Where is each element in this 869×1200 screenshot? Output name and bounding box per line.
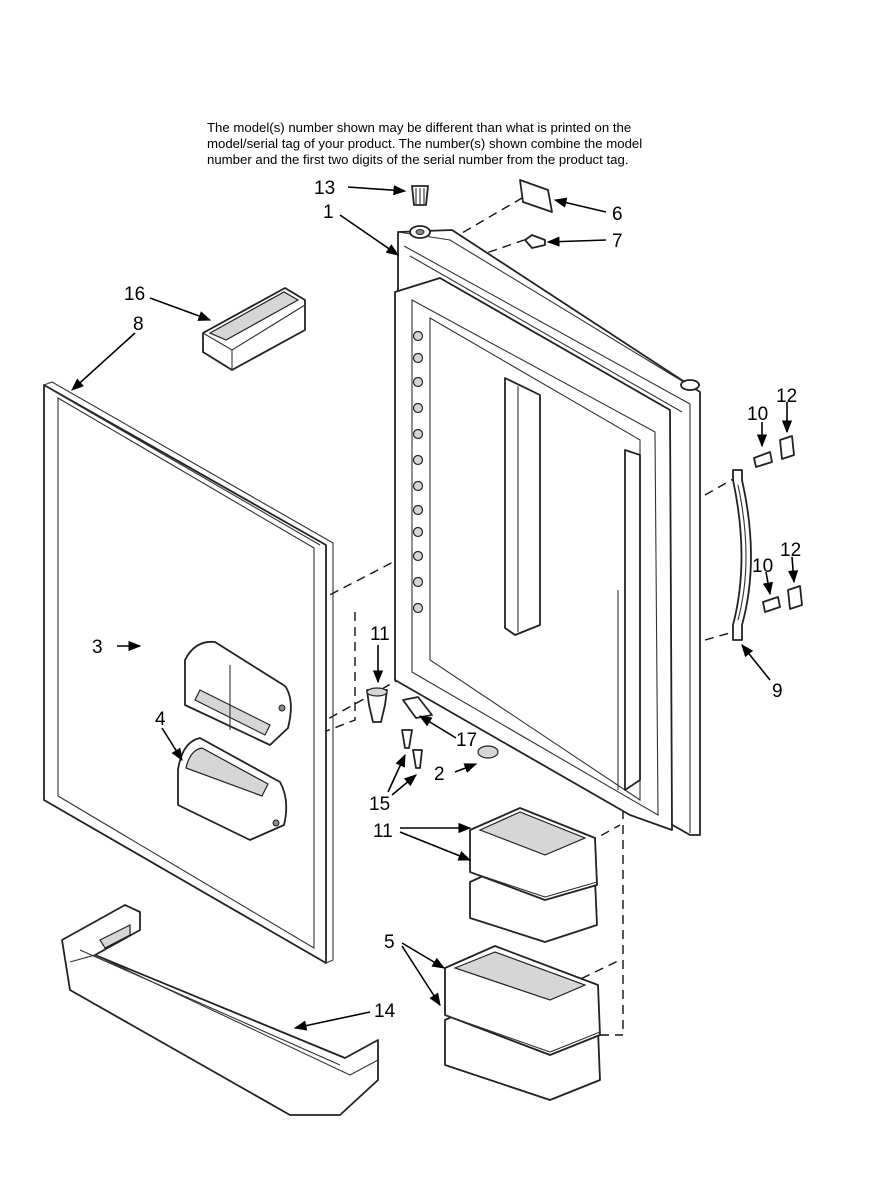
callout-3: 3 [92,637,103,658]
callout-11-plug: 11 [370,624,390,645]
callout-8: 8 [133,314,144,335]
small-hardware [366,179,803,769]
callout-12-top: 12 [776,386,797,407]
callout-14: 14 [374,1001,396,1022]
dairy-compartment [184,640,292,746]
callout-9: 9 [772,681,783,702]
small-bin [202,287,306,371]
shelf-stud-row [412,330,424,614]
bottom-door-bin [61,904,379,1116]
callout-numbers: 13 1 6 7 16 8 12 10 12 10 11 3 9 4 17 2 … [92,178,801,1022]
door-bins-lower [444,945,601,1101]
callout-7: 7 [612,231,623,252]
callout-2: 2 [434,764,445,785]
callout-4: 4 [155,709,166,730]
dairy-door [177,737,288,841]
door-handle [732,469,752,641]
note-line-2: model/serial tag of your product. The nu… [207,136,643,151]
callout-12-bottom: 12 [780,540,801,561]
door-bins-upper [469,807,598,943]
callout-15: 15 [369,794,390,815]
callout-10-top: 10 [747,404,768,425]
callout-13: 13 [314,178,335,199]
callout-11-bins: 11 [373,821,393,842]
callout-17: 17 [456,730,477,751]
leader-lines [71,185,799,1031]
callout-6: 6 [612,204,623,225]
callout-1: 1 [323,202,334,223]
model-number-note: The model(s) number shown may be differe… [207,120,727,168]
note-line-1: The model(s) number shown may be differe… [207,120,632,135]
callout-16: 16 [124,284,145,305]
door-inner-frame [394,277,673,831]
callout-10-bottom: 10 [752,556,773,577]
note-line-3: number and the first two digits of the s… [207,152,629,167]
callout-5: 5 [384,932,395,953]
